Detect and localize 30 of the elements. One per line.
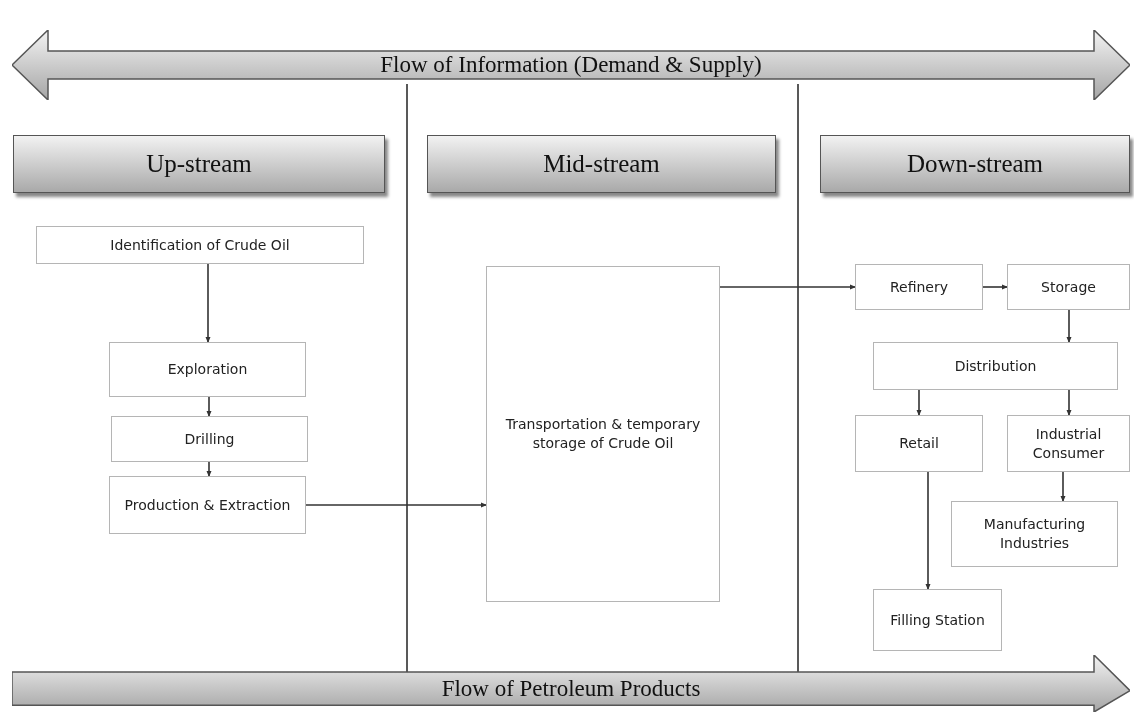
stage-header: Mid-stream	[427, 135, 776, 193]
flow-label: Flow of Petroleum Products	[441, 675, 701, 702]
stage-header: Down-stream	[820, 135, 1130, 193]
process-box: Manufacturing Industries	[951, 501, 1118, 567]
process-box: Drilling	[111, 416, 308, 462]
process-box: Identification of Crude Oil	[36, 226, 364, 264]
arrow	[206, 396, 212, 417]
arrow	[1066, 309, 1072, 343]
arrow	[982, 284, 1008, 290]
process-box: Transportation & temporary storage of Crude Oil	[486, 266, 720, 602]
arrow	[205, 263, 211, 343]
flow-label: Flow of Information (Demand & Supply)	[380, 52, 762, 78]
arrow	[305, 502, 487, 508]
process-box: Refinery	[855, 264, 983, 310]
arrow	[1060, 471, 1066, 502]
process-box: Storage	[1007, 264, 1130, 310]
process-box: Retail	[855, 415, 983, 472]
flow-arrow	[12, 655, 1130, 712]
arrow	[206, 461, 212, 477]
arrow	[1066, 389, 1072, 416]
arrow	[916, 389, 922, 416]
process-box: Exploration	[109, 342, 306, 397]
process-box: Filling Station	[873, 589, 1002, 651]
process-box: Production & Extraction	[109, 476, 306, 534]
arrow	[719, 284, 856, 290]
arrow	[925, 471, 931, 590]
process-box: Distribution	[873, 342, 1118, 390]
process-box: Industrial Consumer	[1007, 415, 1130, 472]
stage-header: Up-stream	[13, 135, 385, 193]
double-flow-arrow	[12, 30, 1130, 100]
